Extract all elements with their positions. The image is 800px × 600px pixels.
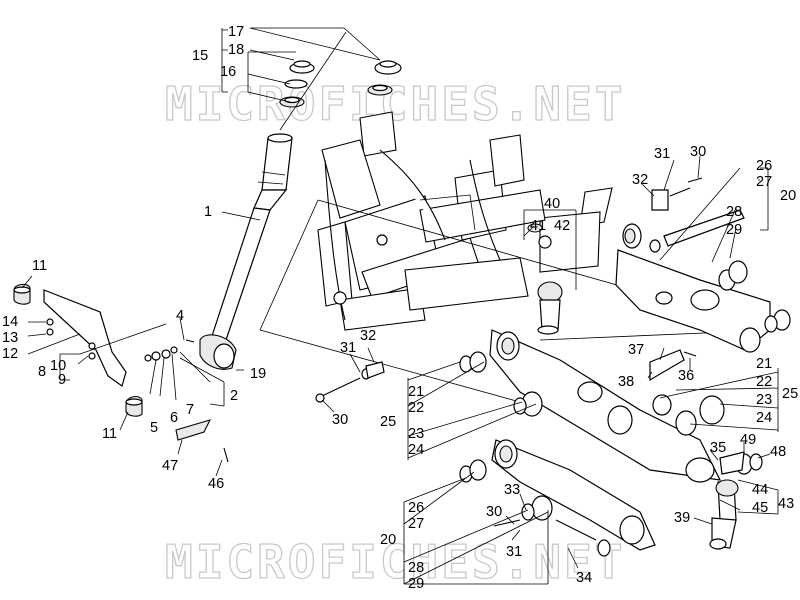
callout-47: 47	[162, 458, 178, 474]
callout-27b: 27	[408, 516, 424, 532]
callout-15: 15	[192, 48, 208, 64]
callout-30a: 30	[690, 144, 706, 160]
steering-column	[199, 133, 293, 370]
callout-8: 8	[38, 364, 46, 380]
callout-42: 42	[554, 218, 570, 234]
head-bearings-left	[279, 60, 315, 108]
leader-lines	[21, 27, 779, 585]
shock-absorber	[709, 451, 763, 550]
callout-6: 6	[170, 410, 178, 426]
callout-32b: 32	[360, 328, 376, 344]
callout-7: 7	[186, 402, 194, 418]
callout-22b: 22	[756, 374, 772, 390]
callout-10: 10	[50, 358, 66, 374]
bolt-center	[315, 361, 385, 403]
callout-23b: 23	[756, 392, 772, 408]
callout-25b: 25	[782, 386, 798, 402]
callout-30b: 30	[332, 412, 348, 428]
callout-20a: 20	[780, 188, 796, 204]
callout-17: 17	[228, 24, 244, 40]
callout-39: 39	[674, 510, 690, 526]
callout-20b: 20	[380, 532, 396, 548]
head-bearings-right	[367, 60, 402, 96]
callout-38: 38	[618, 374, 634, 390]
callout-26a: 26	[756, 158, 772, 174]
side-stand-parts	[13, 283, 229, 463]
callout-22a: 22	[408, 400, 424, 416]
callout-44: 44	[752, 482, 768, 498]
callout-43: 43	[778, 496, 794, 512]
callout-29b: 29	[408, 576, 424, 592]
callout-25a: 25	[380, 414, 396, 430]
callout-28b: 28	[408, 560, 424, 576]
main-frame	[317, 111, 613, 331]
callout-4: 4	[176, 308, 184, 324]
callout-31a: 31	[654, 146, 670, 162]
callout-36: 36	[678, 368, 694, 384]
callout-21a: 21	[408, 384, 424, 400]
watermark-bottom: MICROFICHES.NET	[165, 535, 625, 589]
watermark-top: MICROFICHES.NET	[165, 77, 625, 131]
callout-5: 5	[150, 420, 158, 436]
callout-33: 33	[504, 482, 520, 498]
callout-12: 12	[2, 346, 18, 362]
middle-link	[459, 329, 725, 483]
callout-24a: 24	[408, 442, 424, 458]
callout-48: 48	[770, 444, 786, 460]
bracket	[649, 349, 697, 382]
callout-31c: 31	[506, 544, 522, 560]
silent-block	[527, 223, 563, 335]
callout-46: 46	[208, 476, 224, 492]
callout-13: 13	[2, 330, 18, 346]
lower-link	[459, 439, 656, 557]
upper-link	[615, 177, 791, 353]
callout-41: 41	[530, 218, 546, 234]
callout-1: 1	[204, 204, 212, 220]
callout-9: 9	[58, 372, 66, 388]
callout-28a: 28	[726, 204, 742, 220]
callout-32a: 32	[632, 172, 648, 188]
callout-11a: 11	[32, 258, 47, 274]
callout-40: 40	[544, 196, 560, 212]
callout-30c: 30	[486, 504, 502, 520]
callout-24b: 24	[756, 410, 772, 426]
callout-14: 14	[2, 314, 18, 330]
callout-18: 18	[228, 42, 244, 58]
callout-35: 35	[710, 440, 726, 456]
callout-34: 34	[576, 570, 592, 586]
callout-11b: 11	[102, 426, 117, 442]
callout-45: 45	[752, 500, 768, 516]
callout-16: 16	[220, 64, 236, 80]
callout-29a: 29	[726, 222, 742, 238]
callout-37: 37	[628, 342, 644, 358]
callout-49: 49	[740, 432, 756, 448]
callout-19: 19	[250, 366, 266, 382]
callout-26b: 26	[408, 500, 424, 516]
callout-31b: 31	[340, 340, 356, 356]
callout-labels: 1 2 4 5 6 7 8 9 10 11 11 12 13 14 15 16 …	[2, 24, 798, 592]
callout-27a: 27	[756, 174, 772, 190]
callout-21b: 21	[756, 356, 772, 372]
callout-23a: 23	[408, 426, 424, 442]
callout-2: 2	[230, 388, 238, 404]
